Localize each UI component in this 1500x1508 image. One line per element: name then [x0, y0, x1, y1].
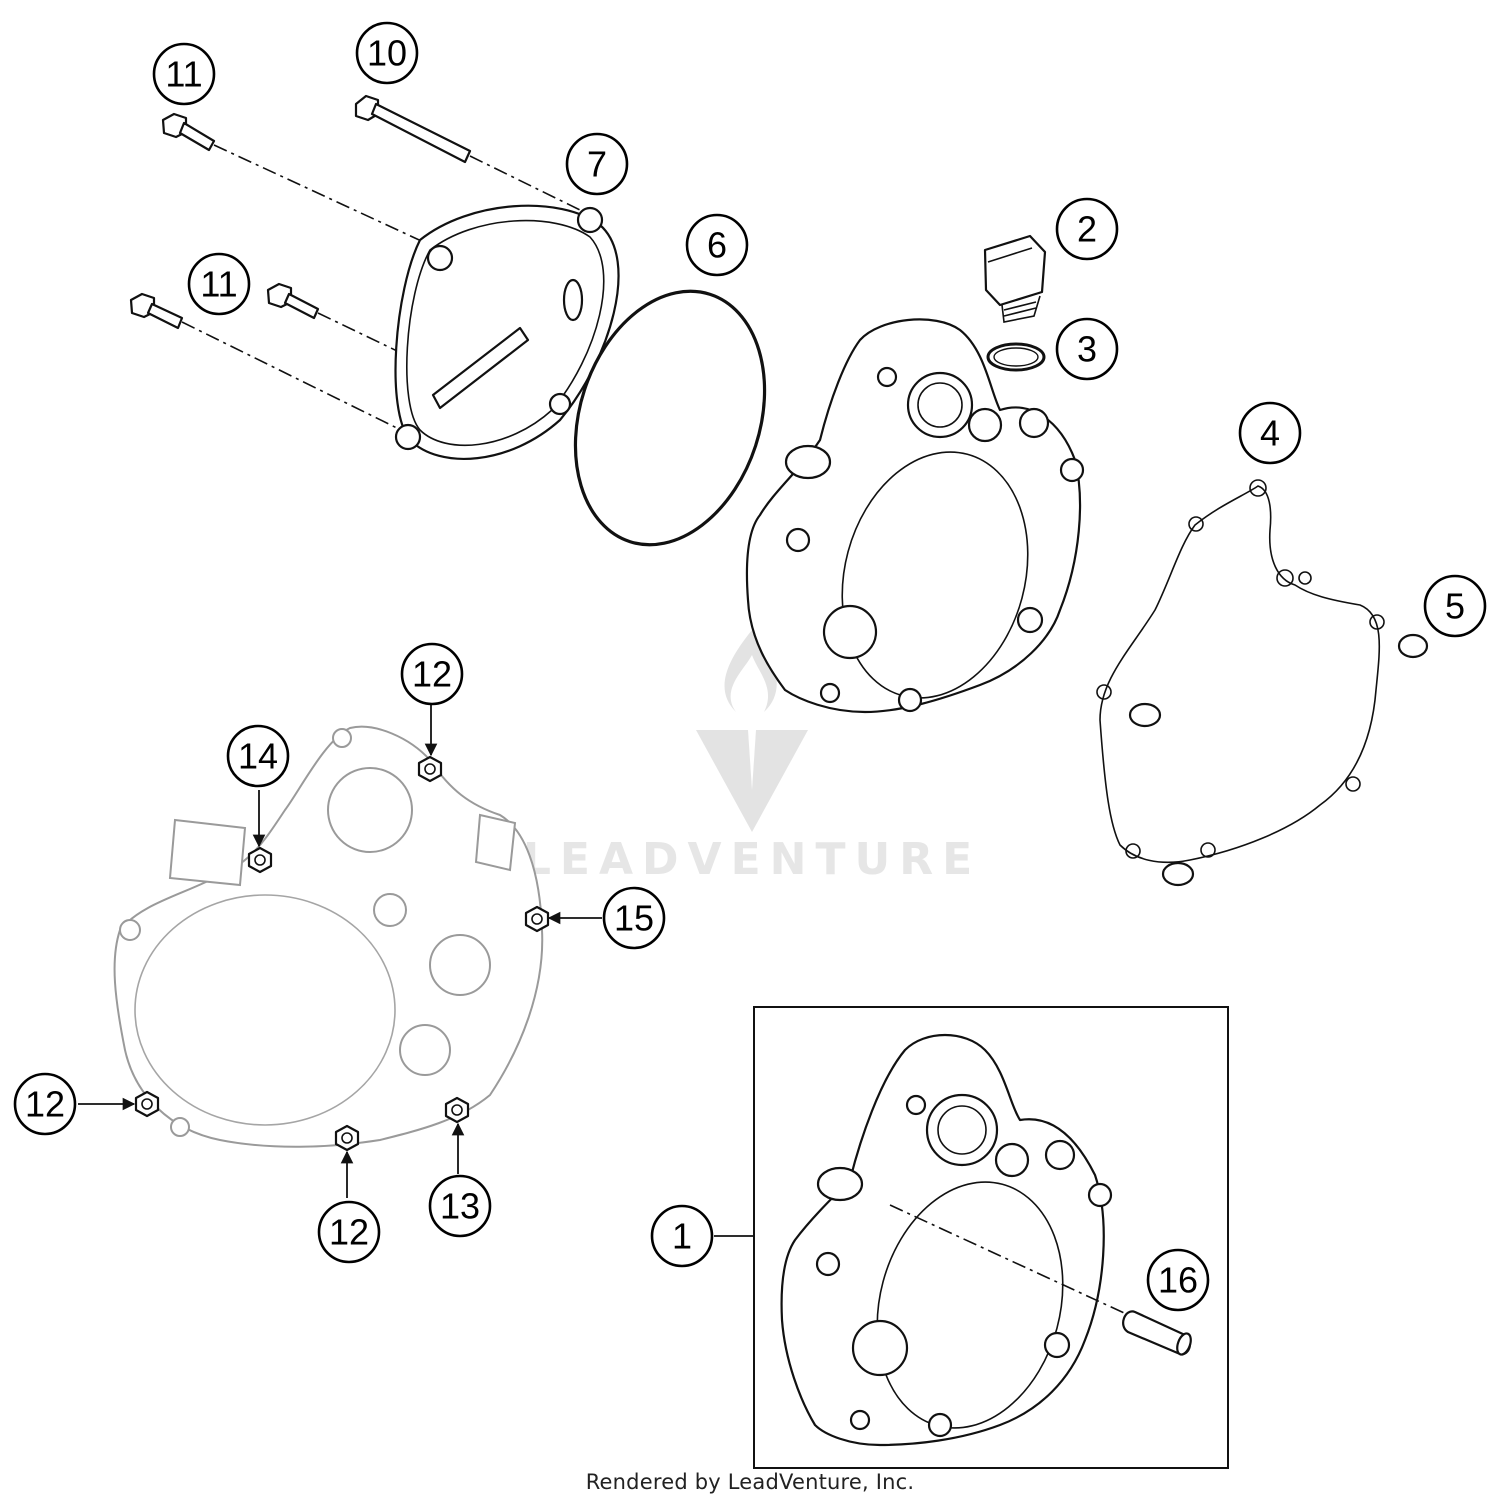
svg-text:7: 7 — [587, 144, 607, 185]
svg-text:11: 11 — [200, 264, 237, 305]
callout-3: 3 — [1055, 317, 1119, 381]
seal-ring-3 — [986, 342, 1046, 372]
svg-text:14: 14 — [238, 736, 278, 777]
o-ring-6 — [573, 289, 767, 547]
dowel-pin-gasket-b — [1161, 861, 1195, 887]
callout-12-bottom: 12 — [317, 1200, 381, 1264]
svg-text:12: 12 — [25, 1084, 65, 1125]
engine-cover-assembly-1 — [780, 1033, 1136, 1447]
svg-text:2: 2 — [1077, 209, 1097, 250]
svg-text:10: 10 — [367, 33, 407, 74]
svg-text:11: 11 — [165, 54, 202, 95]
clutch-cover-7 — [394, 204, 620, 460]
callout-7: 7 — [565, 132, 629, 196]
svg-text:3: 3 — [1077, 329, 1097, 370]
watermark: LEADVENTURE — [523, 630, 981, 885]
callout-14: 14 — [226, 724, 290, 788]
callout-13: 13 — [428, 1174, 492, 1238]
callout-6: 6 — [685, 213, 749, 277]
callout-11-top: 11 — [152, 42, 216, 106]
dowel-pin-5 — [1397, 633, 1429, 659]
svg-text:16: 16 — [1158, 1260, 1198, 1301]
bolt-10 — [354, 94, 581, 211]
svg-text:5: 5 — [1445, 586, 1465, 627]
callout-4: 4 — [1238, 401, 1302, 465]
callout-12-left: 12 — [13, 1072, 77, 1136]
assembly-inset-box — [753, 1006, 1229, 1469]
nut-12-top — [417, 755, 443, 783]
callout-11-middle: 11 — [187, 252, 251, 316]
watermark-text: LEADVENTURE — [523, 834, 981, 885]
watermark-v-icon — [696, 730, 808, 832]
oil-plug-2 — [983, 234, 1047, 323]
nut-12-left — [134, 1090, 160, 1118]
bolt-11-upper — [161, 112, 431, 246]
callout-12-top: 12 — [400, 642, 464, 706]
dowel-pin-gasket-a — [1128, 702, 1162, 728]
callout-5: 5 — [1423, 574, 1487, 638]
nut-12-bottom — [334, 1124, 360, 1152]
svg-text:12: 12 — [329, 1212, 369, 1253]
nut-14 — [247, 846, 273, 874]
dowel-pin-16 — [1122, 1310, 1192, 1356]
nut-13 — [444, 1096, 470, 1124]
callout-1: 1 — [650, 1204, 714, 1268]
callout-16: 16 — [1146, 1248, 1210, 1312]
bolt-11-lower-a — [129, 292, 406, 433]
svg-text:6: 6 — [707, 225, 727, 266]
callout-15: 15 — [602, 886, 666, 950]
engine-case-reference — [113, 725, 544, 1148]
svg-text:15: 15 — [614, 898, 654, 939]
svg-text:13: 13 — [440, 1186, 480, 1227]
footer-credit: Rendered by LeadVenture, Inc. — [585, 1470, 915, 1494]
svg-text:4: 4 — [1260, 413, 1280, 454]
gasket-4 — [1096, 479, 1385, 864]
callout-2: 2 — [1055, 197, 1119, 261]
engine-cover-housing — [745, 318, 1085, 714]
callout-10: 10 — [355, 21, 419, 85]
svg-text:1: 1 — [672, 1216, 692, 1257]
nut-15 — [524, 905, 550, 933]
svg-text:12: 12 — [412, 654, 452, 695]
